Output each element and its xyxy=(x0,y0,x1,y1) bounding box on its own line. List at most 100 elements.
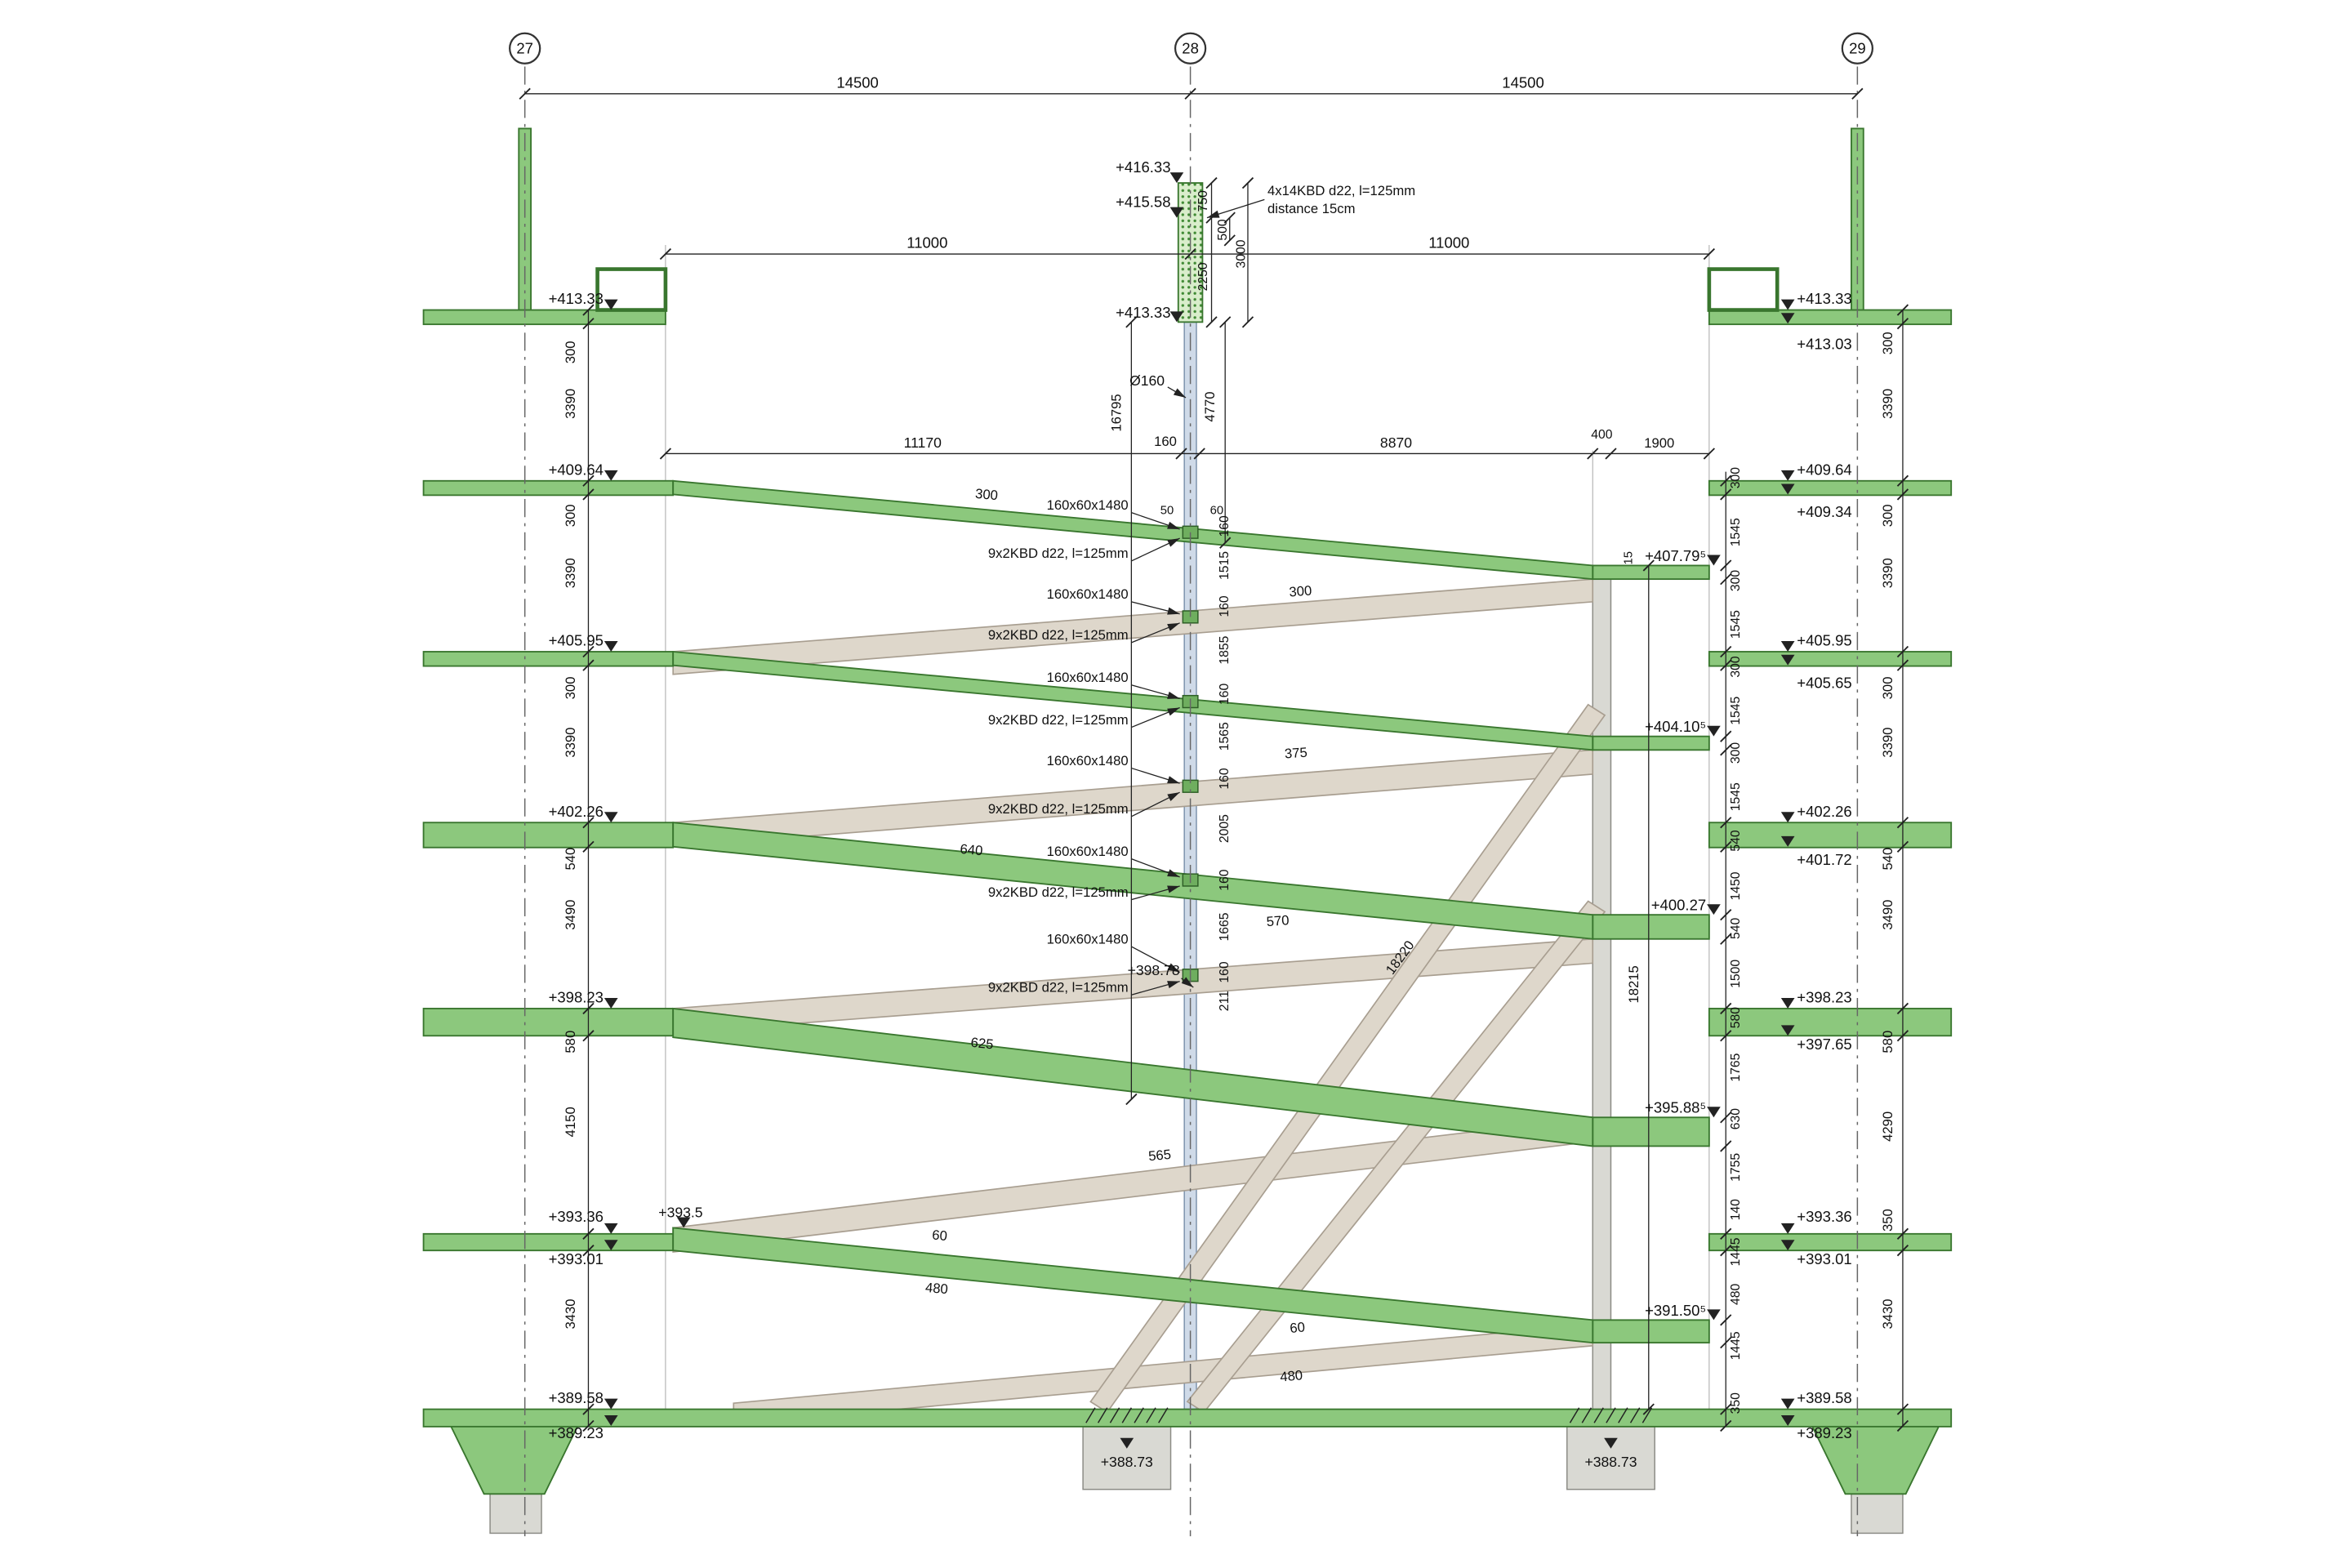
slab-left-405 xyxy=(422,651,675,667)
level-label: +393.5 xyxy=(658,1204,702,1220)
dim-label: 400 xyxy=(1591,428,1613,442)
dim-tick xyxy=(582,1419,595,1432)
dim-tick xyxy=(582,488,595,501)
dim-label: 2250 xyxy=(1196,262,1210,291)
roof-slab-right xyxy=(1708,309,1953,326)
dim-label: 3390 xyxy=(1880,728,1895,758)
dim-tick xyxy=(1720,572,1732,586)
dim-label: 480 xyxy=(1729,1284,1743,1305)
leader-arrow xyxy=(1167,622,1180,631)
level-label: +405.65 xyxy=(1797,674,1851,691)
dim-label: 540 xyxy=(1729,830,1743,851)
leader-arrow xyxy=(1181,977,1194,988)
dim-label: 3430 xyxy=(1880,1298,1895,1329)
dim-tick xyxy=(1720,1140,1732,1152)
dim-tick xyxy=(1720,1336,1732,1349)
hatch-tick xyxy=(1109,1407,1120,1423)
dim-tick xyxy=(1896,1030,1909,1042)
dim-tick xyxy=(1223,234,1236,247)
level-label: +413.33 xyxy=(1116,304,1170,321)
level-label: +404.10⁵ xyxy=(1645,718,1706,735)
dim-tick xyxy=(1896,1419,1909,1432)
dim-label: 3390 xyxy=(1880,389,1895,419)
dim-tick xyxy=(1896,1245,1909,1257)
hatch-tick xyxy=(1097,1407,1108,1423)
dim-tick xyxy=(1720,1245,1732,1257)
dim-label: 580 xyxy=(1880,1031,1895,1054)
leader-arrow xyxy=(1167,607,1180,615)
slab-left-393 xyxy=(422,1232,675,1252)
hatch-tick xyxy=(1146,1407,1156,1423)
leader-arrow xyxy=(1167,792,1180,801)
leader-arrow xyxy=(1167,981,1180,989)
dim-label: 16795 xyxy=(1108,394,1124,431)
dim-tick xyxy=(1175,448,1187,460)
level-label: +405.95 xyxy=(549,632,604,649)
dim-tick xyxy=(1605,448,1617,460)
dim-tick xyxy=(1896,474,1909,487)
dim-tick xyxy=(1720,933,1732,945)
level-label: +395.88⁵ xyxy=(1645,1099,1706,1116)
level-marker xyxy=(1780,1223,1795,1234)
level-marker xyxy=(1120,1437,1134,1449)
level-label: +389.58 xyxy=(1797,1389,1851,1406)
slab-right-405 xyxy=(1708,651,1953,667)
dim-label: 4150 xyxy=(563,1107,578,1137)
level-label: +415.58 xyxy=(1116,194,1170,211)
leader-arrow xyxy=(1167,963,1180,973)
level-marker xyxy=(1780,313,1795,324)
dim-label: 300 xyxy=(1729,656,1743,677)
dim-tick xyxy=(1720,817,1732,829)
dim-label: 60 xyxy=(1290,1319,1306,1336)
annotation: 160x60x1480 xyxy=(1047,753,1129,768)
dim-label: 3390 xyxy=(1880,558,1895,588)
level-label: +413.03 xyxy=(1797,336,1851,353)
level-marker xyxy=(1780,812,1795,823)
dim-label: 3390 xyxy=(563,389,578,419)
level-marker xyxy=(1707,1309,1721,1321)
level-label: +393.01 xyxy=(549,1250,604,1267)
level-label: +398.23 xyxy=(1797,989,1851,1006)
dim-label: 18215 xyxy=(1626,965,1642,1003)
roof-slab-left xyxy=(422,309,666,326)
slab-right-402 xyxy=(1708,822,1953,849)
slab-left-398 xyxy=(422,1008,675,1037)
level-marker xyxy=(604,1414,618,1426)
hatch-tick xyxy=(1085,1407,1096,1423)
pedestal-center xyxy=(1082,1425,1172,1490)
level-label: +402.26 xyxy=(1797,803,1851,820)
level-label: +409.64 xyxy=(549,461,604,478)
level-label: +388.73 xyxy=(1584,1454,1637,1470)
dim-tick xyxy=(1241,176,1254,189)
slab-right-393 xyxy=(1708,1232,1953,1252)
dim-label: 1755 xyxy=(1729,1153,1743,1182)
dim-label: 140 xyxy=(1729,1199,1743,1220)
dim-tick xyxy=(1720,1403,1732,1415)
grid-bubble-label: 27 xyxy=(516,40,533,57)
hatch-tick xyxy=(1642,1407,1653,1423)
dim-tick xyxy=(1720,730,1732,742)
dim-label: 1545 xyxy=(1729,696,1743,724)
level-label: +413.33 xyxy=(549,290,604,307)
dim-label: 300 xyxy=(563,677,578,700)
dim-tick xyxy=(1720,1227,1732,1240)
dim-tick xyxy=(659,448,672,460)
dim-label: 11000 xyxy=(906,234,947,252)
level-marker xyxy=(1707,555,1721,566)
dim-tick xyxy=(1642,559,1655,572)
dim-label: 14500 xyxy=(1502,74,1544,91)
slab-left-409 xyxy=(422,479,675,497)
dim-tick xyxy=(582,318,595,330)
level-marker xyxy=(1707,904,1721,915)
grid-bubble xyxy=(509,32,541,65)
dim-label: 300 xyxy=(974,486,998,503)
dim-tick xyxy=(1720,488,1732,501)
level-marker xyxy=(1169,207,1184,218)
dim-tick xyxy=(1896,318,1909,330)
dim-label: 1545 xyxy=(1729,518,1743,546)
dim-tick xyxy=(582,1002,595,1015)
dim-tick xyxy=(582,817,595,829)
dim-tick xyxy=(1896,1227,1909,1240)
dim-tick xyxy=(582,659,595,671)
